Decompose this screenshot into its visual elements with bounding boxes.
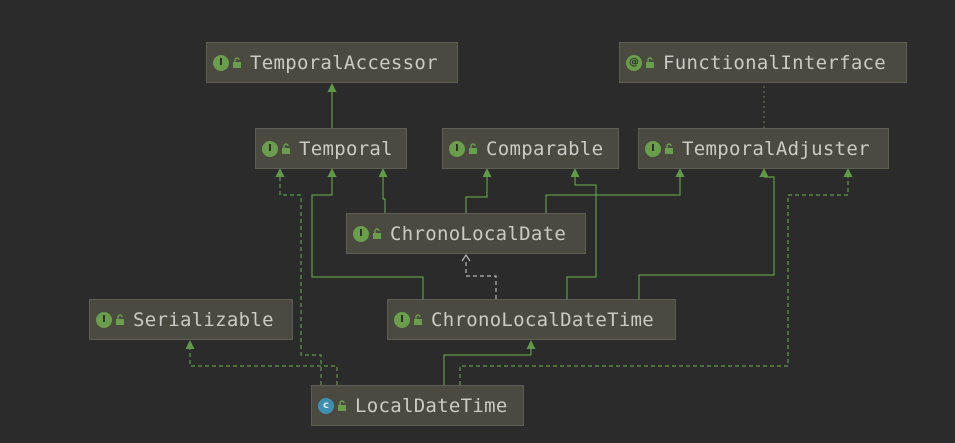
edge-chrono-local-date-time-to-temporal-adjuster: [638, 176, 775, 299]
annotation-icon: @: [626, 54, 642, 71]
edge-chrono-local-date-to-temporal: [382, 177, 386, 213]
interface-icon: I: [353, 225, 369, 242]
node-serializable[interactable]: I Serializable: [89, 299, 293, 340]
edge-arrowhead: [843, 168, 853, 177]
lock-icon: [373, 227, 381, 239]
node-chrono-local-date[interactable]: I ChronoLocalDate: [346, 213, 586, 254]
interface-icon: I: [394, 311, 410, 328]
interface-icon: I: [213, 54, 229, 71]
node-functional-interface[interactable]: @ FunctionalInterface: [619, 42, 907, 83]
edge-arrowhead: [327, 83, 337, 92]
interface-icon: I: [96, 311, 112, 328]
edge-arrowhead: [461, 253, 471, 262]
node-label: LocalDateTime: [355, 394, 508, 417]
lock-icon: [646, 56, 654, 68]
node-local-date-time[interactable]: c LocalDateTime: [311, 385, 524, 426]
edge-arrowhead: [482, 168, 492, 177]
node-label: Temporal: [299, 137, 393, 160]
edge-arrowhead: [327, 168, 337, 177]
lock-icon: [282, 142, 290, 154]
node-comparable[interactable]: I Comparable: [442, 128, 619, 169]
interface-icon: I: [449, 140, 465, 157]
edge-local-date-time-to-serializable: [189, 349, 338, 385]
edge-arrowhead: [526, 340, 536, 349]
edge-local-date-time-to-temporal: [279, 177, 322, 385]
edge-chrono-local-date-time-uses-chrono-local-date: [465, 262, 497, 299]
node-temporal-accessor[interactable]: I TemporalAccessor: [206, 42, 458, 83]
lock-icon: [414, 313, 422, 325]
lock-icon: [469, 142, 477, 154]
node-label: Serializable: [133, 308, 274, 331]
lock-icon: [338, 399, 346, 411]
edge-arrowhead: [185, 340, 195, 349]
node-temporal-adjuster[interactable]: I TemporalAdjuster: [638, 128, 889, 169]
edge-arrowhead: [675, 168, 685, 177]
edge-arrowhead: [378, 168, 388, 177]
node-label: FunctionalInterface: [663, 51, 887, 74]
lock-icon: [665, 142, 673, 154]
node-temporal[interactable]: I Temporal: [255, 128, 407, 169]
interface-icon: I: [262, 140, 278, 157]
node-label: ChronoLocalDateTime: [431, 308, 655, 331]
node-label: TemporalAccessor: [250, 51, 438, 74]
edge-chrono-local-date-time-to-temporal: [311, 177, 424, 299]
edge-local-date-time-to-temporal-adjuster: [459, 177, 849, 385]
node-chrono-local-date-time[interactable]: I ChronoLocalDateTime: [387, 299, 676, 340]
edge-local-date-time-to-chrono-local-date-time: [443, 349, 532, 385]
node-label: TemporalAdjuster: [682, 137, 870, 160]
edge-arrowhead: [759, 168, 769, 177]
lock-icon: [233, 56, 241, 68]
interface-icon: I: [645, 140, 661, 157]
edge-arrowhead: [570, 168, 580, 177]
edge-chrono-local-date-to-temporal-adjuster: [545, 177, 681, 213]
edge-chrono-local-date-time-to-comparable: [566, 177, 597, 299]
lock-icon: [116, 313, 124, 325]
class-icon: c: [318, 397, 334, 414]
node-label: ChronoLocalDate: [390, 222, 567, 245]
edge-arrowhead: [275, 168, 285, 177]
node-label: Comparable: [486, 137, 604, 160]
edge-chrono-local-date-to-comparable: [465, 177, 488, 213]
